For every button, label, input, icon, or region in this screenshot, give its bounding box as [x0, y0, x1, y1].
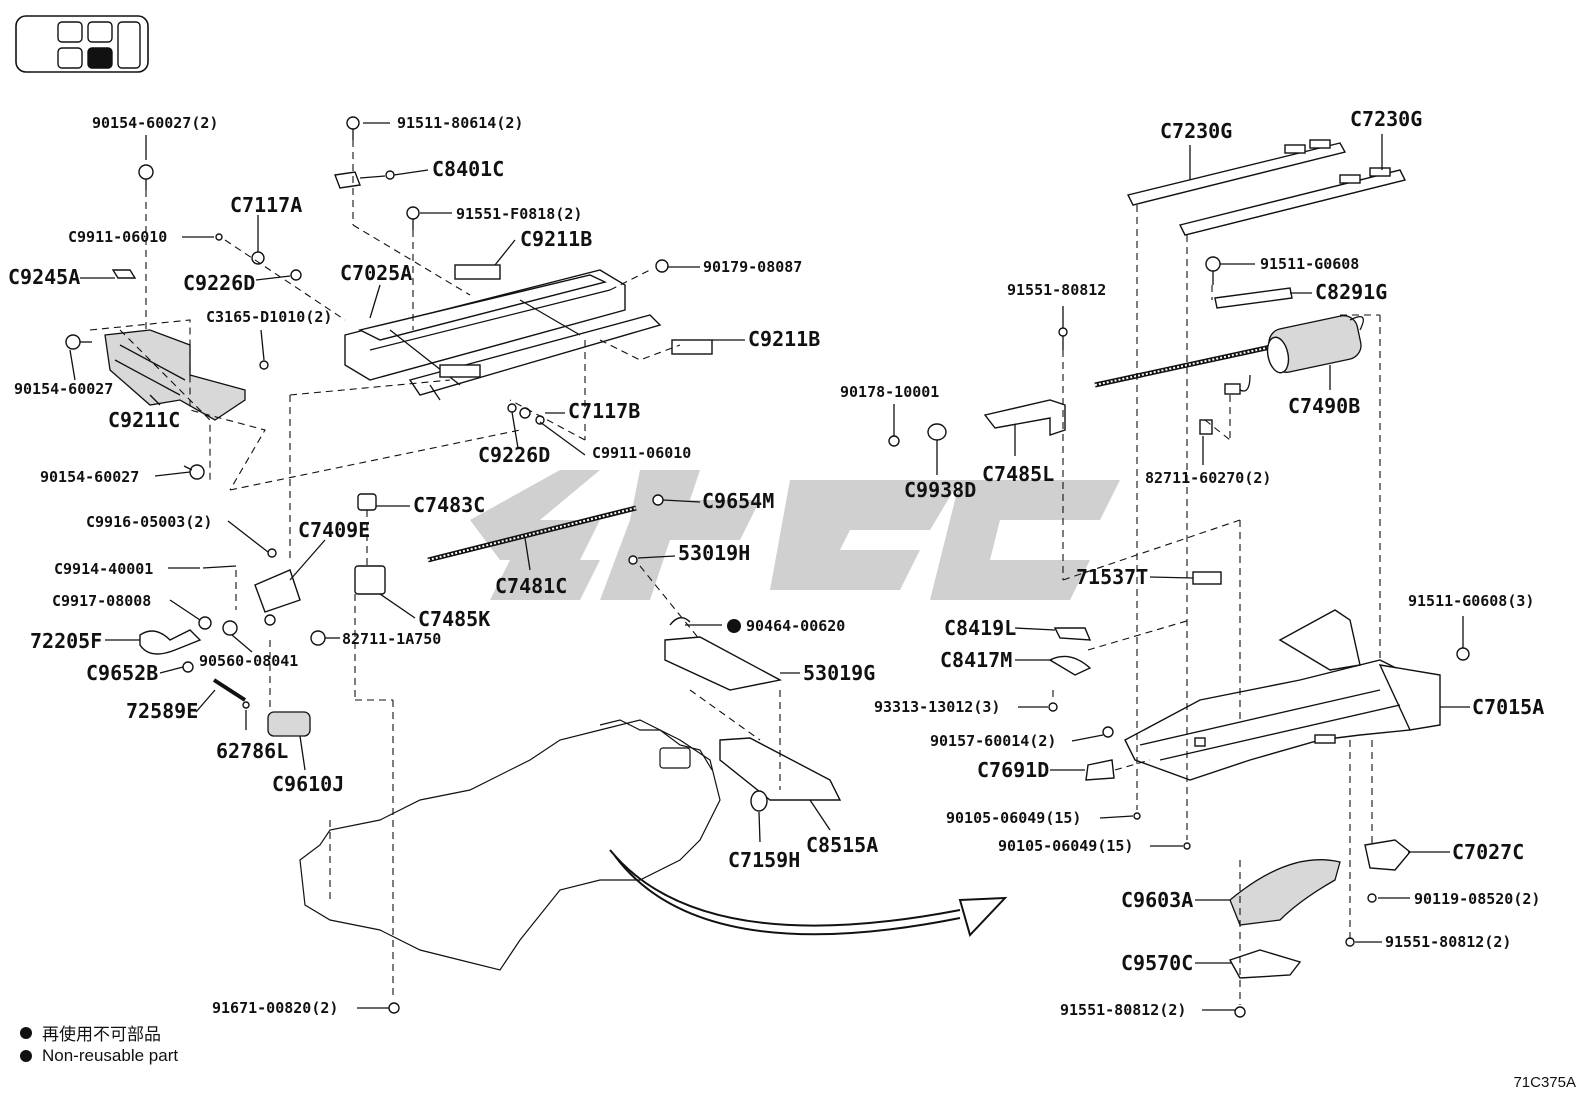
- part-label: C8401C: [432, 157, 504, 181]
- assembly-guide-lines: [89, 140, 1381, 1005]
- part-label: 82711-1A750: [342, 630, 441, 648]
- part-label: C7483C: [413, 493, 485, 517]
- part-label: C9911-06010: [68, 228, 167, 246]
- part-label: C7117A: [230, 193, 302, 217]
- part-label: C8417M: [940, 648, 1012, 672]
- part-label: C7230G: [1160, 119, 1232, 143]
- part-label: 90119-08520(2): [1414, 890, 1540, 908]
- legend-text: 再使用不可部品: [42, 1025, 161, 1044]
- part-label: C8419L: [944, 616, 1016, 640]
- non-reusable-dot-icon: [20, 1026, 32, 1039]
- vehicle-body-outline: [299, 719, 1008, 971]
- part-label: C7409E: [298, 518, 370, 542]
- part-label: 53019H: [678, 541, 750, 565]
- part-label: 90560-08041: [199, 652, 298, 670]
- part-labels: 90154-60027(2) 91511-80614(2) C8401C C71…: [8, 107, 1544, 1019]
- part-label: C7117B: [568, 399, 640, 423]
- part-label: 91511-G0608: [1260, 255, 1359, 273]
- motor-mechanism-left-drawing: [139, 493, 386, 737]
- part-label: 90154-60027: [40, 468, 139, 486]
- part-label: C7481C: [495, 574, 567, 598]
- part-label: 91671-00820(2): [212, 999, 338, 1017]
- part-label: 91511-G0608(3): [1408, 592, 1534, 610]
- part-label: 72589E: [126, 699, 198, 723]
- part-label: C9211B: [520, 227, 592, 251]
- part-label: 91551-80812: [1007, 281, 1106, 299]
- part-label: C9245A: [8, 265, 80, 289]
- part-label: C9917-08008: [52, 592, 151, 610]
- part-label: C7490B: [1288, 394, 1360, 418]
- bolt-drawings: [65, 116, 713, 480]
- non-reusable-marker-icon: [727, 619, 741, 633]
- legend-text: Non-reusable part: [42, 1046, 179, 1065]
- part-label: C7485K: [418, 607, 490, 631]
- part-label: C9911-06010: [592, 444, 691, 462]
- seat-base-frame-drawing: [1048, 571, 1470, 850]
- rail-strips-drawing: [1126, 139, 1407, 236]
- part-label: 72205F: [30, 629, 102, 653]
- part-label: C7230G: [1350, 107, 1422, 131]
- part-label: 93313-13012(3): [874, 698, 1000, 716]
- part-label: C9226D: [478, 443, 550, 467]
- part-label: C9914-40001: [54, 560, 153, 578]
- part-label: 90154-60027(2): [92, 114, 218, 132]
- bracket-c7485l-drawing: [888, 327, 1068, 447]
- part-label: 90105-06049(15): [946, 809, 1081, 827]
- diagram-code: 71C375A: [1513, 1074, 1576, 1091]
- left-bracket-drawing: [104, 269, 246, 421]
- part-label: C7159H: [728, 848, 800, 872]
- part-label: 91551-80812(2): [1385, 933, 1511, 951]
- non-reusable-dot-icon: [20, 1050, 32, 1062]
- seat-track-frame-drawing: [344, 269, 662, 401]
- lower-right-parts-drawing: [388, 839, 1411, 1018]
- part-label: C8515A: [806, 833, 878, 857]
- part-label: 90157-60014(2): [930, 732, 1056, 750]
- part-label: C7485L: [982, 462, 1054, 486]
- part-label: 91551-80812(2): [1060, 1001, 1186, 1019]
- part-label: C9652B: [86, 661, 158, 685]
- part-label: C9226D: [183, 271, 255, 295]
- part-label: C9570C: [1121, 951, 1193, 975]
- part-label: 62786L: [216, 739, 288, 763]
- part-label: C7027C: [1452, 840, 1524, 864]
- part-label: C9603A: [1121, 888, 1193, 912]
- part-label: C9211C: [108, 408, 180, 432]
- part-label: C9938D: [904, 478, 976, 502]
- part-label: C7691D: [977, 758, 1049, 782]
- part-label: C9610J: [272, 772, 344, 796]
- part-label: 53019G: [803, 661, 875, 685]
- part-label: 90154-60027: [14, 380, 113, 398]
- location-thumbnail-icon: [15, 15, 149, 73]
- part-label: 90464-00620: [746, 617, 845, 635]
- watermark-logo: [470, 470, 1120, 600]
- part-label: 90105-06049(15): [998, 837, 1133, 855]
- legend-item-japanese: 再使用不可部品: [20, 1020, 161, 1045]
- part-label: C9916-05003(2): [86, 513, 212, 531]
- leader-lines: [69, 122, 1470, 1011]
- part-label: 91511-80614(2): [397, 114, 523, 132]
- part-label: C9211B: [748, 327, 820, 351]
- part-label: C8291G: [1315, 280, 1387, 304]
- part-label: 71537T: [1076, 565, 1148, 589]
- legend-item-english: Non-reusable part: [20, 1046, 178, 1066]
- motor-actuator-right-drawing: [1094, 256, 1364, 435]
- part-label: C3165-D1010(2): [206, 308, 332, 326]
- part-label: 91551-F0818(2): [456, 205, 582, 223]
- part-label: C9654M: [702, 489, 774, 513]
- part-label: 82711-60270(2): [1145, 469, 1271, 487]
- part-label: 90178-10001: [840, 383, 939, 401]
- part-label: C7015A: [1472, 695, 1544, 719]
- part-label: C7025A: [340, 261, 412, 285]
- part-label: 90179-08087: [703, 258, 802, 276]
